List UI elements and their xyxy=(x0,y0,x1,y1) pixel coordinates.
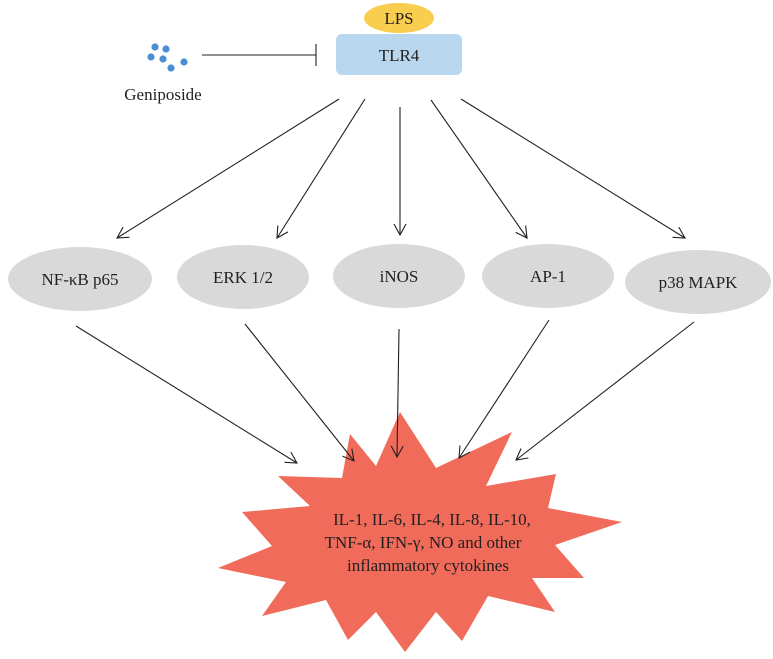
arrow-inos-burst xyxy=(390,328,404,459)
mediator-p38 xyxy=(625,250,771,314)
mediator-ap1-label: AP-1 xyxy=(530,267,566,286)
geniposide-molecule-icon xyxy=(147,43,188,72)
mediator-erk-label: ERK 1/2 xyxy=(213,268,273,287)
mediator-ap1 xyxy=(482,244,614,308)
mediator-inos xyxy=(333,244,465,308)
mediator-to-burst-arrows xyxy=(75,319,695,464)
lps-label: LPS xyxy=(384,9,413,28)
mediator-nodes: NF-κB p65 ERK 1/2 iNOS AP-1 p38 MAPK xyxy=(8,244,771,314)
arrow-erk-burst xyxy=(244,323,355,462)
lps-ligand xyxy=(364,3,434,33)
mediator-p38-label: p38 MAPK xyxy=(659,273,739,292)
tlr4-label: TLR4 xyxy=(379,46,420,65)
cytokine-line-1: IL-1, IL-6, IL-4, IL-8, IL-10, xyxy=(333,510,531,529)
cytokine-line-2: TNF-α, IFN-γ, NO and other xyxy=(325,533,522,552)
mediator-inos-label: iNOS xyxy=(380,267,419,286)
arrow-p38-burst xyxy=(515,321,695,461)
cytokine-burst xyxy=(218,412,622,652)
arrow-ap1-burst xyxy=(458,319,550,459)
geniposide-label: Geniposide xyxy=(124,85,201,104)
inhibition-arrow xyxy=(202,44,317,66)
mediator-nfkb xyxy=(8,247,152,311)
arrow-tlr4-nfkb xyxy=(116,98,340,239)
tlr4-to-mediator-arrows xyxy=(116,98,686,239)
mediator-erk xyxy=(177,245,309,309)
arrow-tlr4-ap1 xyxy=(430,99,528,239)
cytokine-line-3: inflammatory cytokines xyxy=(347,556,509,575)
mediator-nfkb-label: NF-κB p65 xyxy=(41,270,118,289)
tlr4-receptor xyxy=(336,34,462,75)
arrow-tlr4-p38 xyxy=(460,98,686,239)
arrow-nfkb-burst xyxy=(75,325,298,464)
arrow-tlr4-erk xyxy=(276,98,366,239)
